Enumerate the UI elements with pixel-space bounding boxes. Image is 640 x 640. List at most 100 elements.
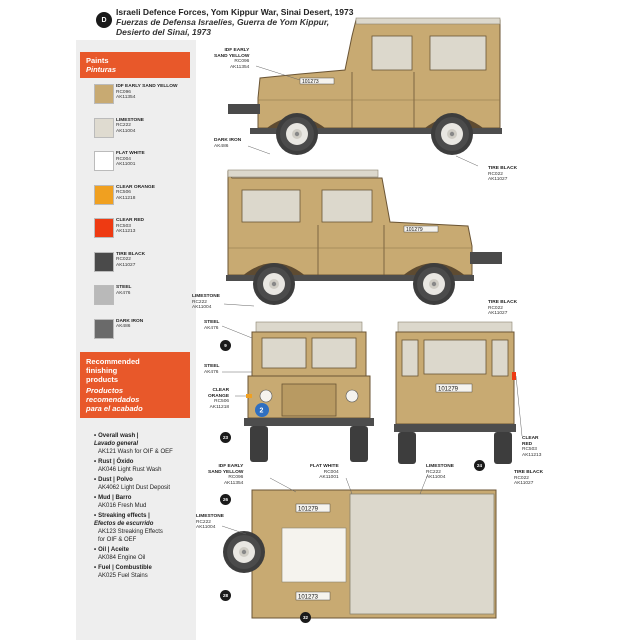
finishing-title-3: products: [86, 375, 119, 384]
title-spanish-2: Desierto del Sinaí, 1973: [116, 27, 211, 37]
bullet-icon: •: [94, 477, 97, 483]
paint-code: RC022: [116, 257, 131, 263]
side2-rear-wheel: [253, 263, 295, 305]
marker-26: 26: [220, 494, 231, 505]
finishing-group-title: •Streaking effects |: [94, 513, 150, 519]
finishing-product: AK016 Fresh Mud: [98, 503, 147, 509]
paints-title: Paints: [86, 56, 109, 65]
paint-swatch: [94, 318, 114, 339]
bullet-icon: •: [94, 495, 97, 501]
callout-sand-bottom: IDF EARLY SAND YELLOW RC096 AK11354: [208, 464, 244, 486]
paint-swatch: [94, 285, 114, 305]
marker-32: 32: [300, 612, 311, 623]
side-view-left: 101273: [228, 17, 502, 155]
paint-code: AK11004: [116, 128, 136, 134]
paint-code: AK11027: [116, 262, 136, 268]
paint-code: RC506: [116, 190, 131, 196]
paint-code: RC222: [116, 123, 131, 129]
side-view-right: 101279: [226, 169, 502, 305]
paint-name: LIMESTONE: [116, 117, 144, 123]
paint-name: TIRE BLACK: [116, 251, 146, 257]
paint-code: AK11354: [116, 95, 136, 101]
paint-name: STEEL: [116, 285, 132, 290]
finishing-group-title: •Overall wash |: [94, 433, 139, 439]
rear-plate: 101279: [438, 387, 459, 393]
profile-badge: D: [96, 12, 112, 28]
paint-swatch: [94, 84, 114, 104]
finishing-group-title: •Dust | Polvo: [94, 477, 133, 483]
finishing-subtitle-2: recomendados: [86, 395, 140, 404]
finishing-heading: Recommended finishing products Productos…: [80, 352, 190, 418]
finishing-group-title: •Fuel | Combustible: [94, 565, 152, 571]
side2-front-wheel: [413, 263, 455, 305]
marker-24: 24: [474, 460, 485, 471]
finishing-product: AK4062 Light Dust Deposit: [98, 485, 171, 491]
top-spare-wheel: [223, 531, 265, 573]
paint-name: CLEAR ORANGE: [116, 184, 155, 190]
finishing-product: AK123 Streaking Effects: [98, 529, 163, 535]
paint-code: RC503: [116, 223, 131, 229]
finishing-group-subtitle: Lavado general: [94, 441, 139, 447]
top-view: 101279 101273: [223, 489, 497, 619]
finishing-subtitle-1: Productos: [86, 386, 124, 395]
finishing-group-title: •Oil | Aceite: [94, 547, 129, 553]
callout-limestone-rear: LIMESTONE RC222 AK11004: [426, 464, 454, 481]
page-title: Israeli Defence Forces, Yom Kippur War, …: [116, 7, 416, 37]
paint-code: AK476: [116, 290, 131, 296]
side2-plate: 101279: [406, 227, 423, 233]
front-roundel-number: 2: [260, 408, 264, 415]
callout-tire-side1: TIRE BLACK RC022 AK11027: [488, 166, 518, 183]
bullet-icon: •: [94, 459, 97, 465]
finishing-group-subtitle: Efectos de escurrido: [94, 521, 154, 527]
roof-plate-bottom: 101273: [298, 595, 319, 601]
finishing-product: for OIF & OEF: [98, 537, 137, 543]
front-view: 2: [244, 321, 374, 462]
callout-tire-side2: TIRE BLACK RC022 AK11027: [488, 300, 518, 317]
paint-name: CLEAR RED: [116, 218, 144, 223]
side-window-rear: [429, 35, 487, 71]
bullet-icon: •: [94, 565, 97, 571]
finishing-group: •Streaking effects | Efectos de escurrido…: [94, 512, 196, 544]
callout-tire-rear: TIRE BLACK RC022 AK11027: [514, 470, 544, 487]
callout-steel-2: STEEL AK476: [204, 364, 220, 375]
marker-28: 28: [220, 590, 231, 601]
leader-lines: [221, 65, 523, 535]
paint-name: IDF EARLY SAND YELLOW: [116, 84, 178, 89]
bullet-icon: •: [94, 433, 97, 439]
callout-steel-1: STEEL AK476: [204, 320, 220, 331]
paint-code: AK11001: [116, 162, 136, 168]
paint-name: FLAT WHITE: [116, 151, 145, 156]
finishing-product: AK084 Engine Oil: [98, 555, 146, 561]
paint-swatch: [94, 151, 114, 171]
finishing-product: AK121 Wash for OIF & OEF: [98, 449, 173, 455]
finishing-subtitle-3: para el acabado: [86, 404, 143, 413]
marker-23: 23: [220, 432, 231, 443]
paint-code: AK11213: [116, 229, 136, 235]
paint-swatch: [94, 117, 114, 138]
callout-limestone-top: LIMESTONE RC222 AK11004: [196, 514, 224, 531]
side1-rear-wheel: [431, 113, 473, 155]
legend-panel: [76, 40, 196, 640]
side1-front-wheel: [276, 113, 318, 155]
paint-code: AK486: [116, 324, 131, 330]
marker-9: 9: [220, 340, 231, 351]
callout-sand-top: IDF EARLY SAND YELLOW RC096 AK11354: [214, 48, 250, 70]
finishing-product: AK046 Light Rust Wash: [98, 467, 162, 473]
finishing-title-2: finishing: [86, 366, 118, 375]
callout-flat-white: FLAT WHITE RC004 AK11001: [310, 464, 339, 481]
roof-plate-top: 101279: [298, 507, 319, 513]
finishing-group-title: •Rust | Óxido: [94, 459, 134, 465]
bullet-icon: •: [94, 513, 97, 519]
finishing-title-1: Recommended: [86, 357, 140, 366]
bullet-icon: •: [94, 547, 97, 553]
